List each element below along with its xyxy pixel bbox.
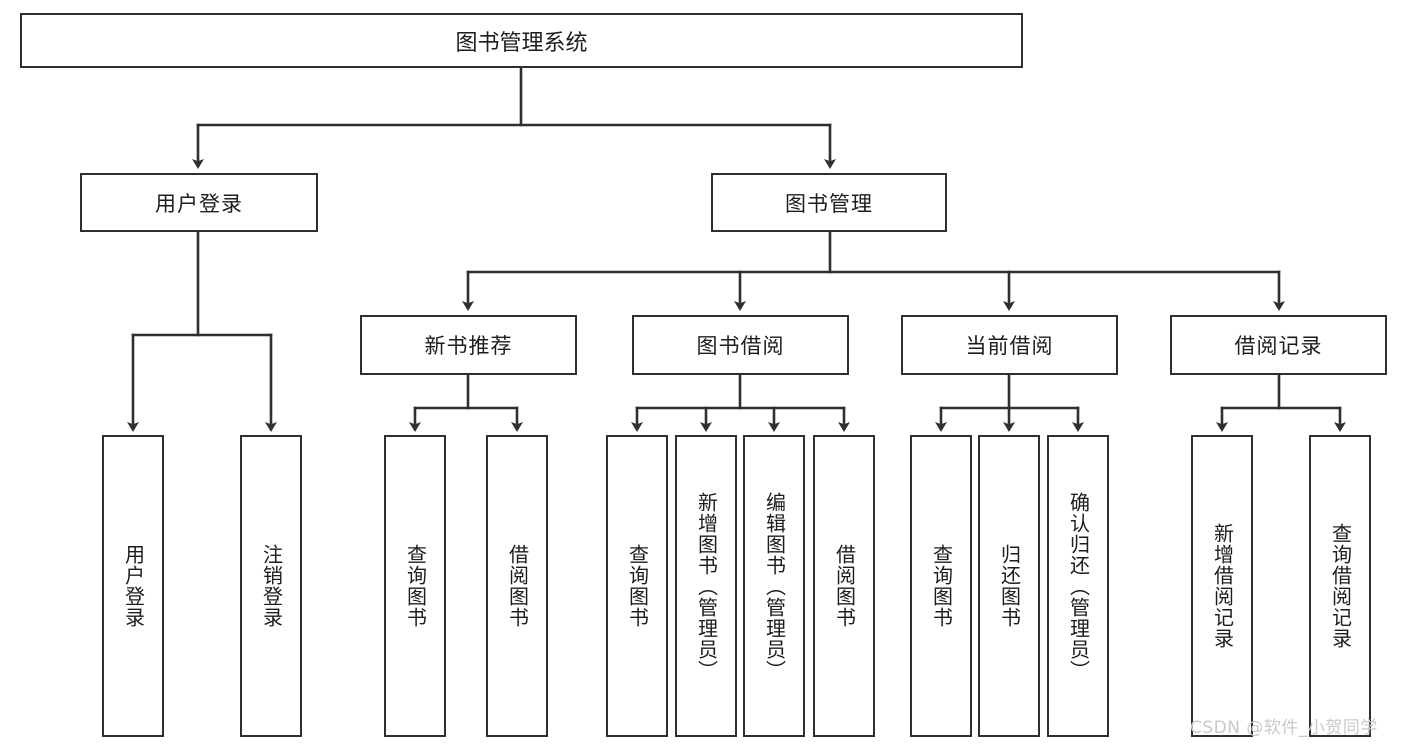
node-user-login[interactable]: 用户登录 <box>80 173 318 232</box>
leaf-add-book[interactable]: 新增图书（管理员） <box>675 435 737 737</box>
leaf-query-record[interactable]: 查询借阅记录 <box>1309 435 1371 737</box>
leaf-add-record[interactable]: 新增借阅记录 <box>1191 435 1253 737</box>
leaf-borrow-book-1-label: 借阅图书 <box>505 544 530 628</box>
leaf-query-book-2-label: 查询图书 <box>625 544 650 628</box>
node-user-login-label: 用户登录 <box>155 191 243 216</box>
node-book-borrow-label: 图书借阅 <box>696 334 785 358</box>
leaf-user-login-label: 用户登录 <box>121 544 146 628</box>
leaf-borrow-book-1[interactable]: 借阅图书 <box>486 435 548 737</box>
node-new-book-recommend-label: 新书推荐 <box>424 334 513 358</box>
node-new-book-recommend[interactable]: 新书推荐 <box>360 315 577 375</box>
leaf-user-logout-label: 注销登录 <box>259 544 284 628</box>
leaf-return-book[interactable]: 归还图书 <box>978 435 1040 737</box>
leaf-query-book-2[interactable]: 查询图书 <box>606 435 668 737</box>
leaf-confirm-return-label: 确认归还（管理员） <box>1066 491 1091 681</box>
node-current-borrow-label: 当前借阅 <box>965 334 1054 358</box>
node-book-manage-label: 图书管理 <box>785 191 873 216</box>
leaf-user-logout[interactable]: 注销登录 <box>240 435 302 737</box>
leaf-add-record-label: 新增借阅记录 <box>1210 523 1235 649</box>
leaf-edit-book[interactable]: 编辑图书（管理员） <box>743 435 805 737</box>
leaf-confirm-return[interactable]: 确认归还（管理员） <box>1047 435 1109 737</box>
node-borrow-record-label: 借阅记录 <box>1234 334 1323 358</box>
node-root-label: 图书管理系统 <box>455 30 588 56</box>
leaf-query-book-1[interactable]: 查询图书 <box>384 435 446 737</box>
node-book-manage[interactable]: 图书管理 <box>711 173 947 232</box>
leaf-query-book-1-label: 查询图书 <box>403 544 428 628</box>
leaf-return-book-label: 归还图书 <box>997 544 1022 628</box>
node-root[interactable]: 图书管理系统 <box>20 13 1023 68</box>
leaf-edit-book-label: 编辑图书（管理员） <box>762 491 787 681</box>
node-current-borrow[interactable]: 当前借阅 <box>901 315 1118 375</box>
node-borrow-record[interactable]: 借阅记录 <box>1170 315 1387 375</box>
leaf-borrow-book-2-label: 借阅图书 <box>832 544 857 628</box>
leaf-user-login[interactable]: 用户登录 <box>102 435 164 737</box>
node-book-borrow[interactable]: 图书借阅 <box>632 315 849 375</box>
csdn-watermark: CSDN @软件_小贺同学 <box>1190 718 1378 738</box>
leaf-query-record-label: 查询借阅记录 <box>1328 523 1353 649</box>
leaf-add-book-label: 新增图书（管理员） <box>694 491 719 681</box>
leaf-borrow-book-2[interactable]: 借阅图书 <box>813 435 875 737</box>
leaf-query-book-3-label: 查询图书 <box>929 544 954 628</box>
leaf-query-book-3[interactable]: 查询图书 <box>910 435 972 737</box>
